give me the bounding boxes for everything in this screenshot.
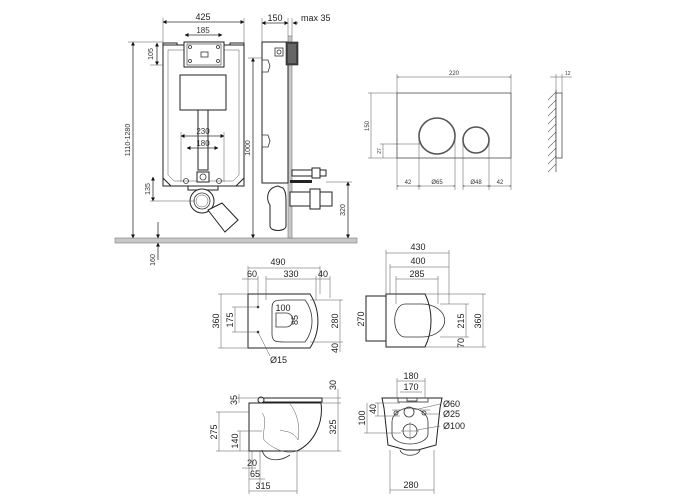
dim-plate-height: 150 (365, 120, 371, 131)
dim-bolt-diameter: Ø25 (443, 409, 460, 419)
flush-plate-front-view: 220 150 27 42 Ø65 Ø48 42 (365, 71, 512, 190)
dim-outlet-depth: 65 (250, 469, 260, 479)
dim-pipe-outer-spacing: 230 (196, 127, 210, 136)
bowl-rear-view: 180 170 40 100 Ø60 Ø25 Ø100 280 (357, 371, 465, 494)
dim-rim-height: 275 (209, 424, 219, 439)
seat-opening (394, 303, 446, 338)
dim-base-length: 315 (255, 481, 270, 491)
flush-plate-side-view: 12 (547, 71, 572, 173)
seat-outline (385, 293, 432, 348)
dim-seat-thickness: 30 (328, 380, 338, 390)
dim-inlet-offset: 40 (368, 404, 378, 414)
wall-line (287, 35, 293, 239)
dim-seat-length: 400 (410, 256, 425, 266)
seat-side (258, 397, 323, 403)
inlet-hole (403, 406, 415, 418)
dim-front-margin: 40 (318, 269, 328, 279)
dim-bowl-height: 325 (328, 419, 338, 434)
dim-seat-height: 35 (229, 395, 239, 405)
dim-frame-depth: 150 (267, 13, 282, 23)
dim-plate-width: 220 (449, 71, 460, 77)
dim-drain-height: 135 (145, 183, 152, 195)
dim-hole-diameter: Ø15 (270, 355, 287, 365)
dim-side-margin: 40 (330, 343, 340, 353)
seat-hinge-block (365, 295, 387, 342)
mounting-bracket-icon (274, 47, 284, 57)
dim-drain-offset: 100 (357, 410, 367, 425)
frame-side-view: 150 max 35 1000 320 (245, 13, 352, 239)
bowl-opening-top (271, 299, 313, 343)
dim-opening-width: 100 (275, 303, 290, 313)
dim-drain-diameter: Ø100 (443, 421, 465, 431)
dim-floor-offset: 160 (150, 254, 157, 266)
dim-opening-depth: 85 (290, 315, 300, 325)
dim-drain-height-side: 140 (230, 433, 240, 448)
bowl-top-view: 490 60 330 40 360 175 100 85 280 40 Ø15 (211, 257, 343, 365)
dim-bowl-length: 490 (270, 257, 285, 267)
dim-pipe-inner-spacing: 180 (196, 139, 210, 148)
dim-top-offset: 105 (148, 48, 155, 60)
dim-opening-length: 285 (409, 269, 424, 279)
dim-button-bottom-offset: 27 (377, 148, 383, 154)
dim-rear-width-top: 180 (403, 371, 418, 381)
dim-plate-right-margin: 42 (497, 180, 504, 186)
dim-drain-center-height: 320 (340, 204, 347, 216)
dim-rear-width-inner: 170 (403, 382, 418, 392)
bowl-side-outline (248, 402, 322, 452)
dim-bowl-width: 360 (211, 313, 221, 328)
seat-top-view: 430 400 285 270 215 360 70 (356, 242, 486, 348)
dim-plate-thickness: 12 (565, 71, 571, 77)
bowl-outline-top (247, 293, 319, 349)
drain-elbow (207, 202, 239, 233)
dim-small-button: Ø48 (470, 180, 482, 186)
dim-frame-height: 1000 (245, 140, 252, 156)
dim-inner-length: 330 (283, 269, 298, 279)
flush-button-large[interactable] (418, 117, 456, 155)
floor-line (114, 237, 358, 244)
drain-elbow-side (267, 185, 287, 231)
dim-height-range: 1110-1280 (125, 124, 132, 157)
dim-large-button: Ø65 (431, 180, 443, 186)
dim-max-wall: max 35 (301, 13, 331, 23)
drain-connector (289, 191, 311, 207)
dim-inlet-diameter: Ø60 (443, 399, 460, 409)
dim-button-plate-width: 185 (196, 26, 210, 35)
flush-plate (396, 92, 512, 159)
dim-rear-to-holes: 60 (247, 269, 257, 279)
dim-hinge-width: 270 (356, 311, 366, 326)
dim-inner-width: 280 (330, 313, 340, 328)
dim-rear-base-width: 280 (403, 480, 418, 490)
wall-hatch (547, 91, 557, 173)
cistern (179, 74, 227, 111)
frame-front-view: 425 185 105 1110-1280 230 180 135 160 (114, 12, 358, 266)
bolt-hole (421, 410, 427, 416)
dim-seat-front-margin: 70 (456, 338, 466, 348)
bowl-side-view: 35 275 140 20 65 315 30 325 (209, 380, 341, 494)
dim-seat-total-length: 430 (410, 242, 425, 252)
dim-plate-left-margin: 42 (405, 180, 412, 186)
dim-hole-spacing: 175 (225, 312, 235, 327)
dim-bottom-offset: 20 (247, 458, 257, 468)
dim-seat-width: 360 (473, 313, 483, 328)
frame-side-body (261, 41, 289, 184)
flush-pipe (197, 109, 209, 171)
dim-opening-width-seat: 215 (456, 313, 466, 328)
dim-frame-width: 425 (195, 12, 210, 22)
